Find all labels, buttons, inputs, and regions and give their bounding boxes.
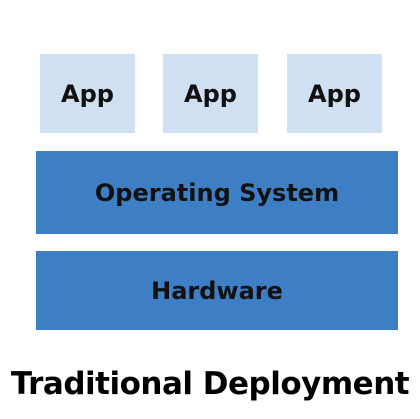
- diagram-caption: Traditional Deployment: [10, 366, 410, 402]
- operating-system-layer: Operating System: [36, 151, 398, 234]
- app-label-2: App: [184, 79, 237, 108]
- app-label-3: App: [308, 79, 361, 108]
- app-label-1: App: [61, 79, 114, 108]
- hardware-layer: Hardware: [36, 251, 398, 330]
- hardware-label: Hardware: [151, 276, 283, 305]
- app-box-2: App: [163, 54, 258, 133]
- operating-system-label: Operating System: [94, 178, 340, 207]
- app-box-1: App: [40, 54, 135, 133]
- app-box-3: App: [287, 54, 382, 133]
